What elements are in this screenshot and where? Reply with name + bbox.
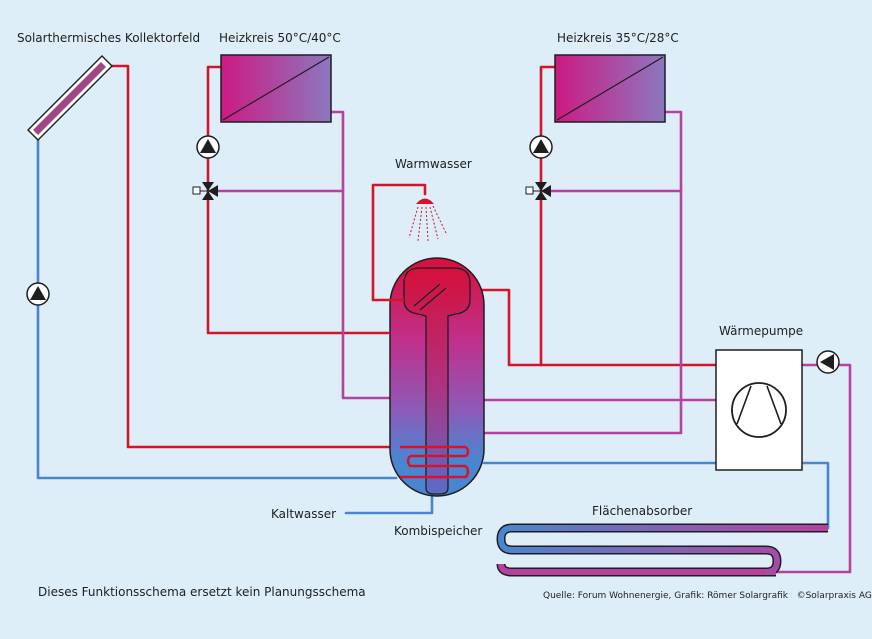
pipes	[36, 64, 852, 574]
heat-pump-label: Wärmepumpe	[719, 324, 803, 338]
pump-icon	[529, 135, 553, 159]
heat-pump-flow-pipe	[479, 288, 718, 367]
solar-flow-pipe	[102, 64, 402, 449]
compressor-icon	[731, 382, 787, 438]
solar-collector	[27, 55, 113, 141]
source-credit: Quelle: Forum Wohnenergie, Grafik: Römer…	[543, 591, 872, 601]
heating-circuit-2-flow-pipe	[539, 65, 558, 367]
absorber-feed-pipe	[482, 461, 830, 530]
heating-circuit-2-label: Heizkreis 35°C/28°C	[557, 31, 679, 45]
pump-icon	[196, 135, 220, 159]
cold-water-label: Kaltwasser	[271, 507, 336, 521]
pump-icon	[26, 282, 50, 306]
combi-storage-tank	[373, 257, 485, 497]
three-way-valve-icon	[525, 182, 551, 200]
solar-return-pipe	[36, 131, 398, 480]
hot-water-pipe	[371, 183, 427, 302]
radiator-heating-circuit-2	[554, 54, 666, 123]
storage-label: Kombispeicher	[394, 524, 482, 538]
absorber-label: Flächenabsorber	[592, 504, 692, 518]
heating-circuit-2-return-pipe	[481, 110, 683, 435]
shower-head-icon	[408, 198, 448, 242]
hot-water-label: Warmwasser	[395, 157, 472, 171]
heating-circuit-1-label: Heizkreis 50°C/40°C	[219, 31, 341, 45]
pump-icon	[816, 350, 840, 374]
surface-absorber	[496, 523, 828, 577]
heat-pump	[715, 349, 803, 471]
radiator-heating-circuit-1	[220, 54, 332, 123]
collector-label: Solarthermisches Kollektorfeld	[17, 31, 200, 45]
disclaimer-text: Dieses Funktionsschema ersetzt kein Plan…	[38, 585, 366, 599]
three-way-valve-icon	[192, 182, 218, 200]
heating-circuit-1-return-pipe	[328, 110, 394, 400]
